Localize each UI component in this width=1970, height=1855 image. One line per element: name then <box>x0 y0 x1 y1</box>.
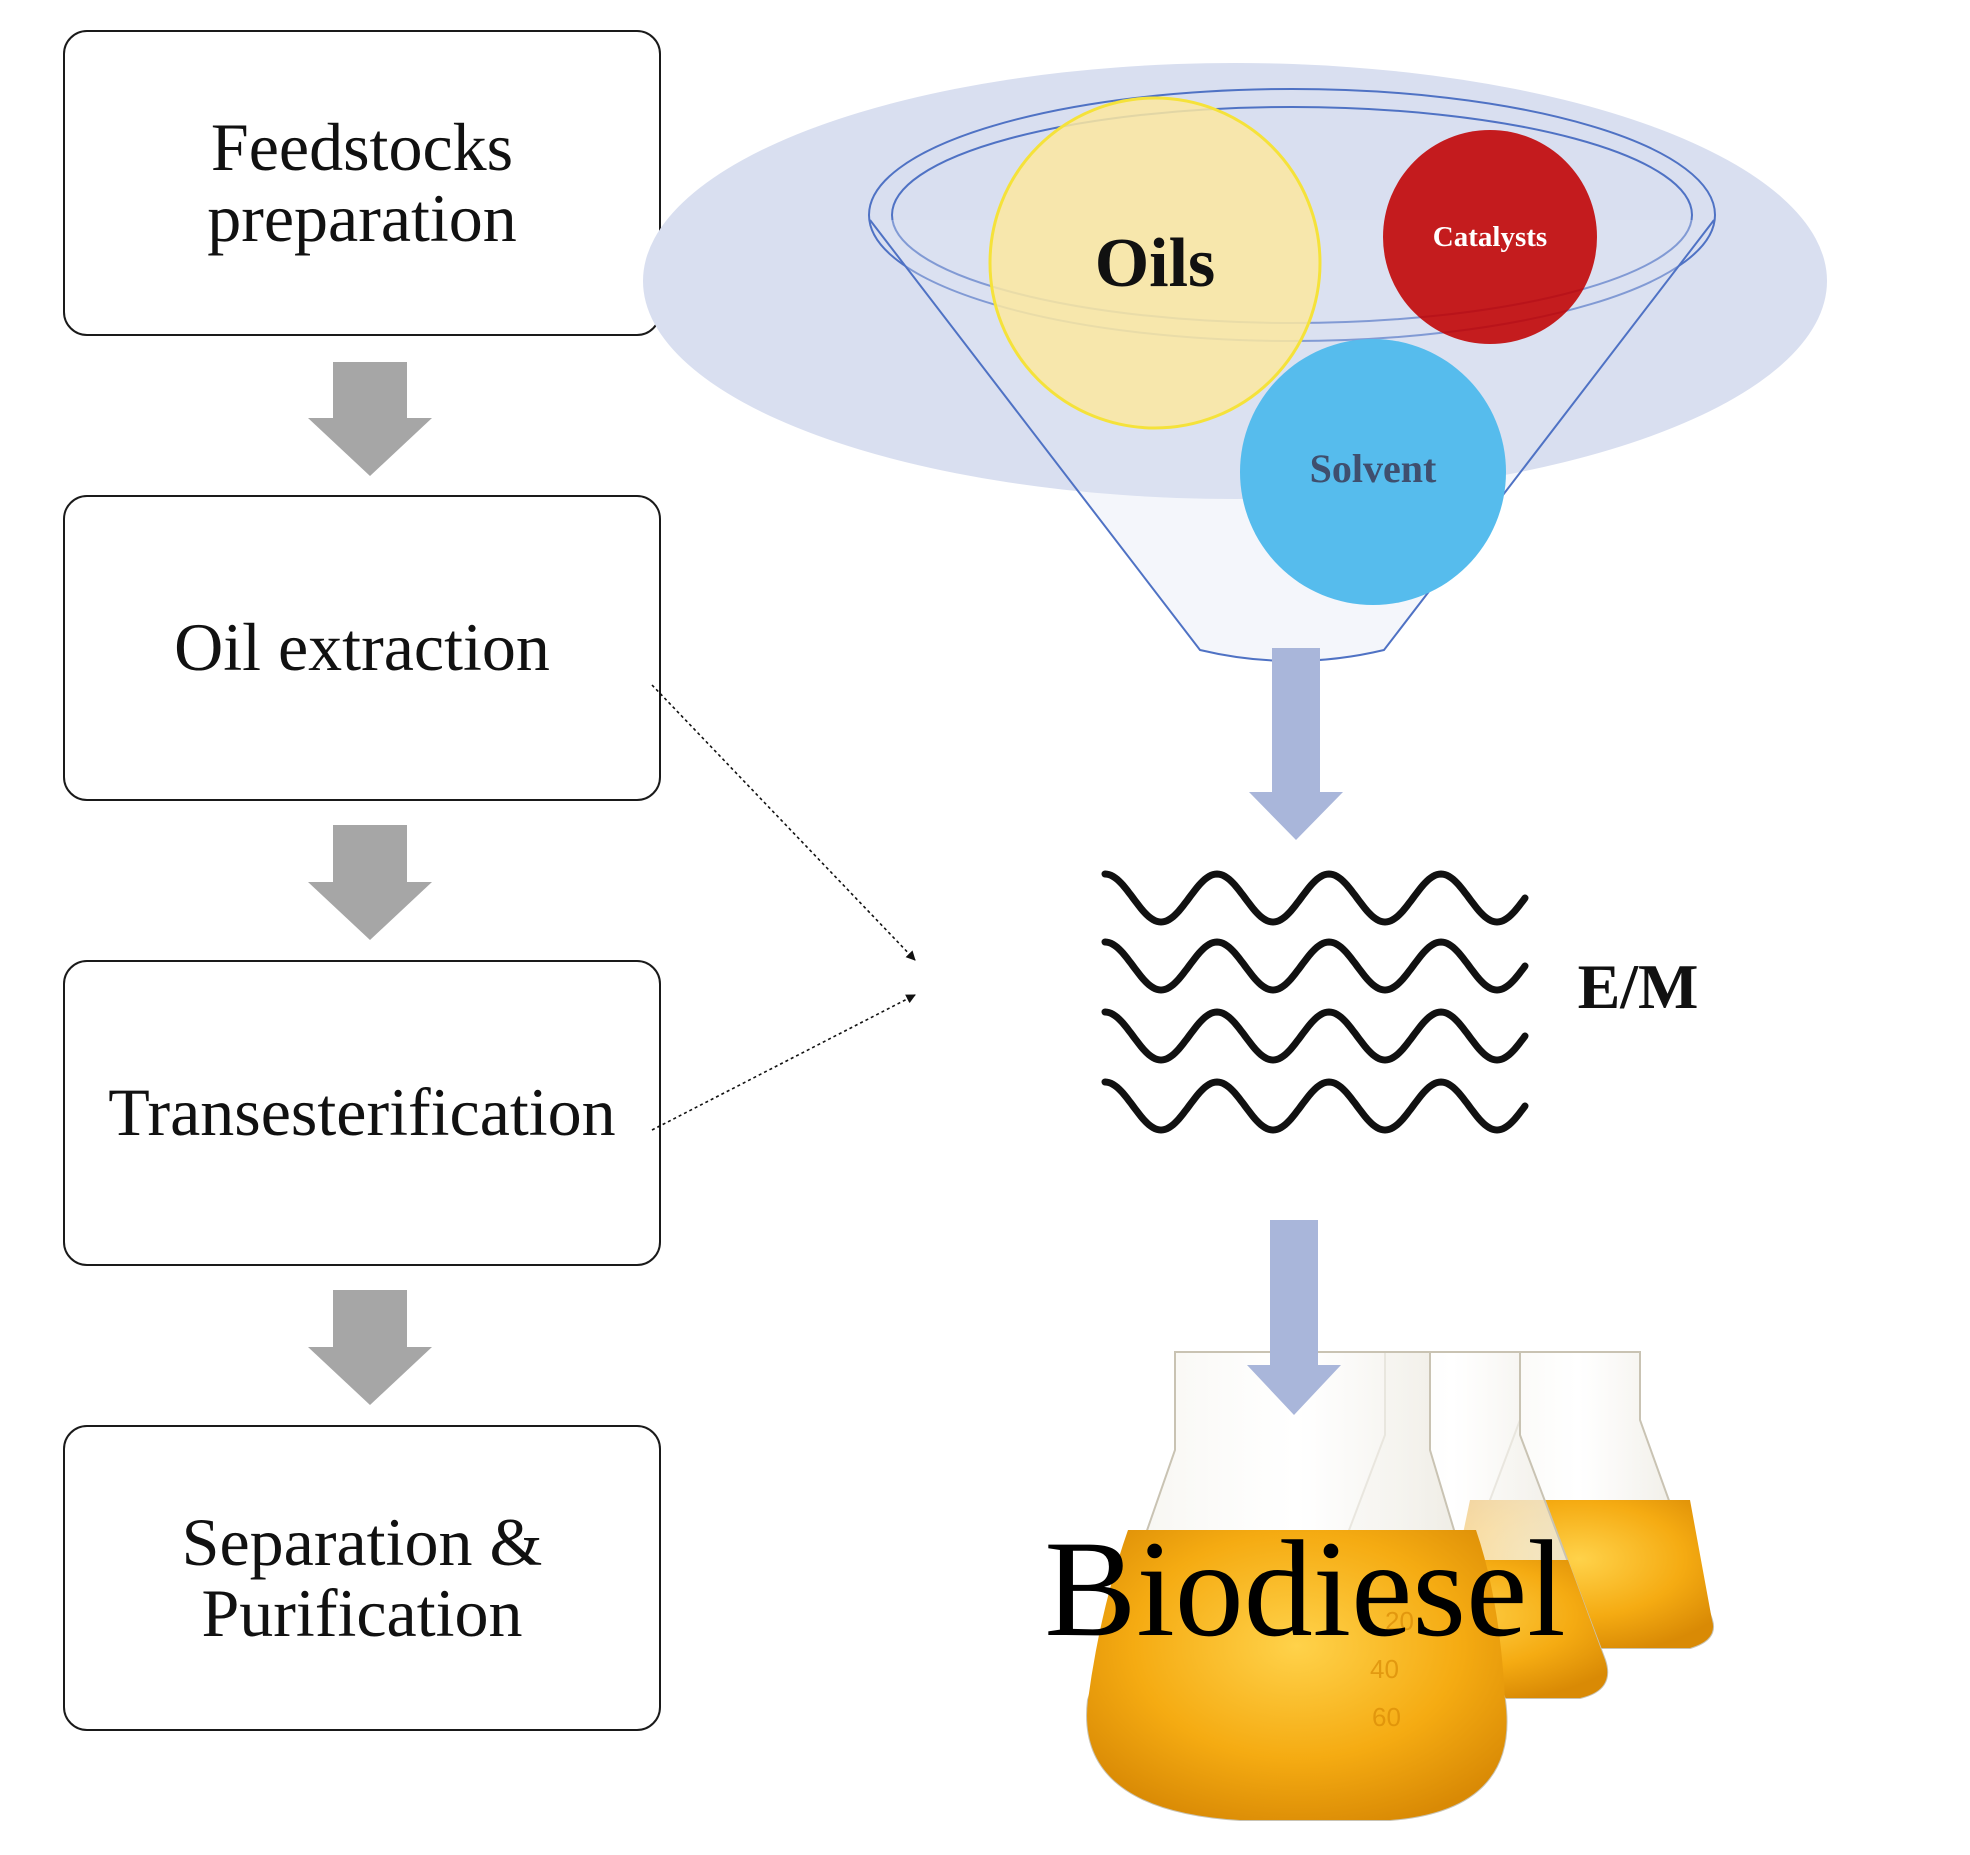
product-label: Biodiesel <box>1044 1512 1565 1665</box>
wave-line <box>1101 938 1529 994</box>
step-label: Feedstocks preparation <box>207 108 517 256</box>
step-arrow-2 <box>308 825 432 940</box>
oils-label: Oils <box>1095 225 1216 302</box>
catalysts-circle <box>1383 130 1597 344</box>
connector-transesterification <box>651 994 916 1131</box>
wave-line <box>1101 1008 1529 1064</box>
step-label: Separation & Purification <box>181 1503 543 1651</box>
solvent-circle <box>1240 339 1506 605</box>
flask-marking-60: 60 <box>1372 1702 1401 1732</box>
flask-marking-40: 40 <box>1370 1654 1399 1684</box>
process-label: E/M <box>1578 951 1699 1022</box>
step-label: Oil extraction <box>174 609 550 686</box>
step-oil-extraction: Oil extraction <box>63 495 661 801</box>
connector-oil-extraction <box>651 684 916 961</box>
step-separation-purification: Separation & Purification <box>63 1425 661 1731</box>
step-transesterification: Transesterification <box>63 960 661 1266</box>
flow-arrow-to-waves <box>1249 648 1343 840</box>
step-arrow-1 <box>308 362 432 476</box>
solvent-label: Solvent <box>1310 446 1437 491</box>
flask-marking-20: 20 <box>1385 1606 1414 1636</box>
catalysts-label: Catalysts <box>1433 221 1547 253</box>
wave-line <box>1101 1078 1529 1134</box>
flow-arrow-to-biodiesel <box>1247 1220 1341 1415</box>
wave-line <box>1101 870 1529 926</box>
step-label: Transesterification <box>108 1074 616 1151</box>
waves-icon <box>1101 870 1529 1134</box>
step-arrow-3 <box>308 1290 432 1405</box>
oils-circle <box>988 96 1322 430</box>
step-feedstocks-preparation: Feedstocks preparation <box>63 30 661 336</box>
flask-front: 20 40 60 <box>1086 1351 1508 1821</box>
